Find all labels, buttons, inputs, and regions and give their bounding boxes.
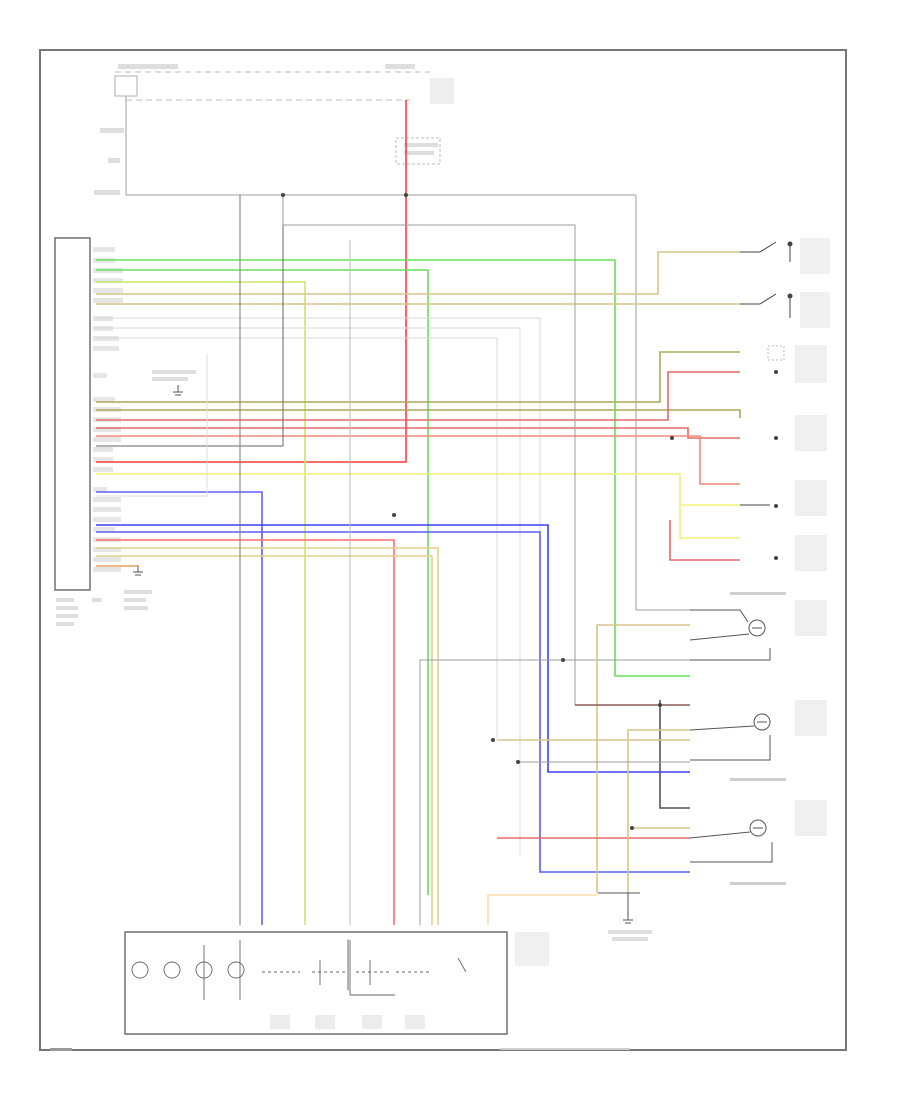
tan-wire-3 (96, 547, 439, 925)
actuator-2 (689, 700, 827, 781)
green-wire-1 (96, 259, 690, 677)
blue-wire-2 (96, 524, 690, 773)
light-grey-wire-2 (96, 327, 521, 855)
olive-wire-2 (96, 409, 741, 418)
control-module-box (54, 237, 91, 591)
blue-wire-3 (96, 531, 690, 873)
module-ground-symbol (124, 565, 152, 610)
corner-mark-left (50, 1048, 72, 1051)
olive-wire-1 (96, 351, 740, 403)
light-grey-wire-3 (96, 337, 498, 740)
diagram-frame (39, 49, 847, 1051)
door-switch-2 (740, 292, 830, 328)
yellow-wire-sensor (96, 473, 740, 539)
tan-wire-door-switch-1 (96, 251, 740, 295)
sensor-ground-symbol (152, 370, 196, 396)
red-wire-2 (96, 539, 395, 925)
red-wire-sensor-2 (96, 427, 740, 439)
panel-bottom-labels (270, 932, 549, 1029)
sensor-4 (774, 535, 827, 571)
dark-grey-wire-1 (96, 195, 284, 447)
green-wire-2 (96, 269, 429, 895)
blue-wire-1 (96, 491, 263, 925)
grey-wire-v2 (282, 195, 690, 706)
tan-wire-4 (96, 555, 433, 925)
sensor-2 (774, 415, 827, 451)
red-wire-sensor-1 (96, 371, 740, 421)
junction-dots (281, 193, 674, 830)
light-grey-wire-1 (96, 317, 541, 770)
tan-wire-actuator (596, 624, 690, 893)
salmon-wire-sensor (96, 435, 740, 485)
red-power-feed-wire (96, 100, 407, 463)
corner-mark-right (500, 1048, 630, 1050)
light-wire-v4 (96, 355, 208, 497)
actuator-1 (689, 592, 827, 661)
sensor-3 (774, 480, 827, 516)
sensor-1 (767, 345, 827, 383)
actuator-3 (689, 800, 827, 885)
yellow-green-wire (96, 281, 306, 925)
door-switch-1 (740, 238, 830, 274)
panel-internals (131, 939, 467, 1000)
top-power-section (94, 64, 454, 195)
ground-point-bottom (598, 892, 652, 941)
dark-wire-actuator (659, 700, 690, 809)
